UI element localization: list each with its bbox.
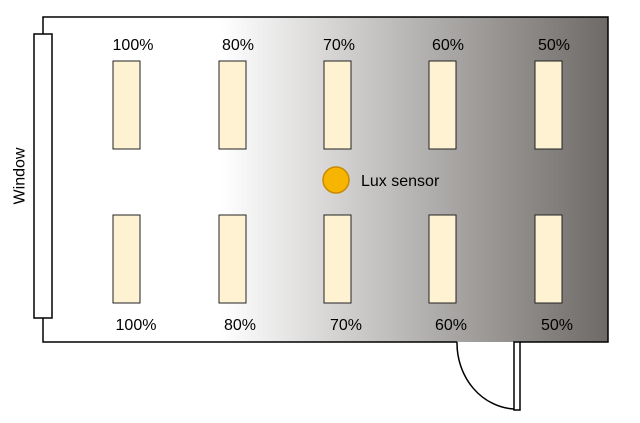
lux-sensor-icon[interactable]: [322, 166, 350, 194]
dimming-level-labels: 100% 80% 70% 60% 50% 100% 80% 70% 60% 50%: [113, 37, 573, 334]
top-level-label-1: 100%: [113, 37, 154, 54]
top-level-label-3: 70%: [323, 37, 355, 54]
bottom-fixture-2: [218, 214, 247, 304]
top-level-label-5: 50%: [538, 37, 570, 54]
door-panel[interactable]: [513, 341, 521, 411]
top-fixture-5: [534, 60, 563, 150]
door-swing-arc: [456, 341, 515, 410]
bottom-level-label-5: 50%: [541, 317, 573, 334]
top-fixture-2: [218, 60, 247, 150]
bottom-level-label-4: 60%: [435, 317, 467, 334]
bottom-fixture-4: [428, 214, 457, 304]
window-label: Window: [12, 147, 29, 204]
top-fixture-1: [112, 60, 141, 150]
bottom-fixture-1: [112, 214, 141, 304]
lux-sensor[interactable]: Lux sensor: [322, 166, 440, 194]
bottom-level-label-2: 80%: [224, 317, 256, 334]
light-fixtures: [112, 60, 563, 304]
bottom-level-label-1: 100%: [116, 317, 157, 334]
lux-sensor-label: Lux sensor: [361, 173, 440, 190]
bottom-fixture-5: [534, 214, 563, 304]
bottom-level-label-3: 70%: [330, 317, 362, 334]
door[interactable]: [456, 341, 521, 411]
top-fixture-4: [428, 60, 457, 150]
room-walls: [42, 16, 609, 343]
top-level-label-2: 80%: [222, 37, 254, 54]
top-fixture-3: [323, 60, 352, 150]
top-level-label-4: 60%: [432, 37, 464, 54]
bottom-fixture-3: [323, 214, 352, 304]
window-frame: [33, 33, 53, 319]
